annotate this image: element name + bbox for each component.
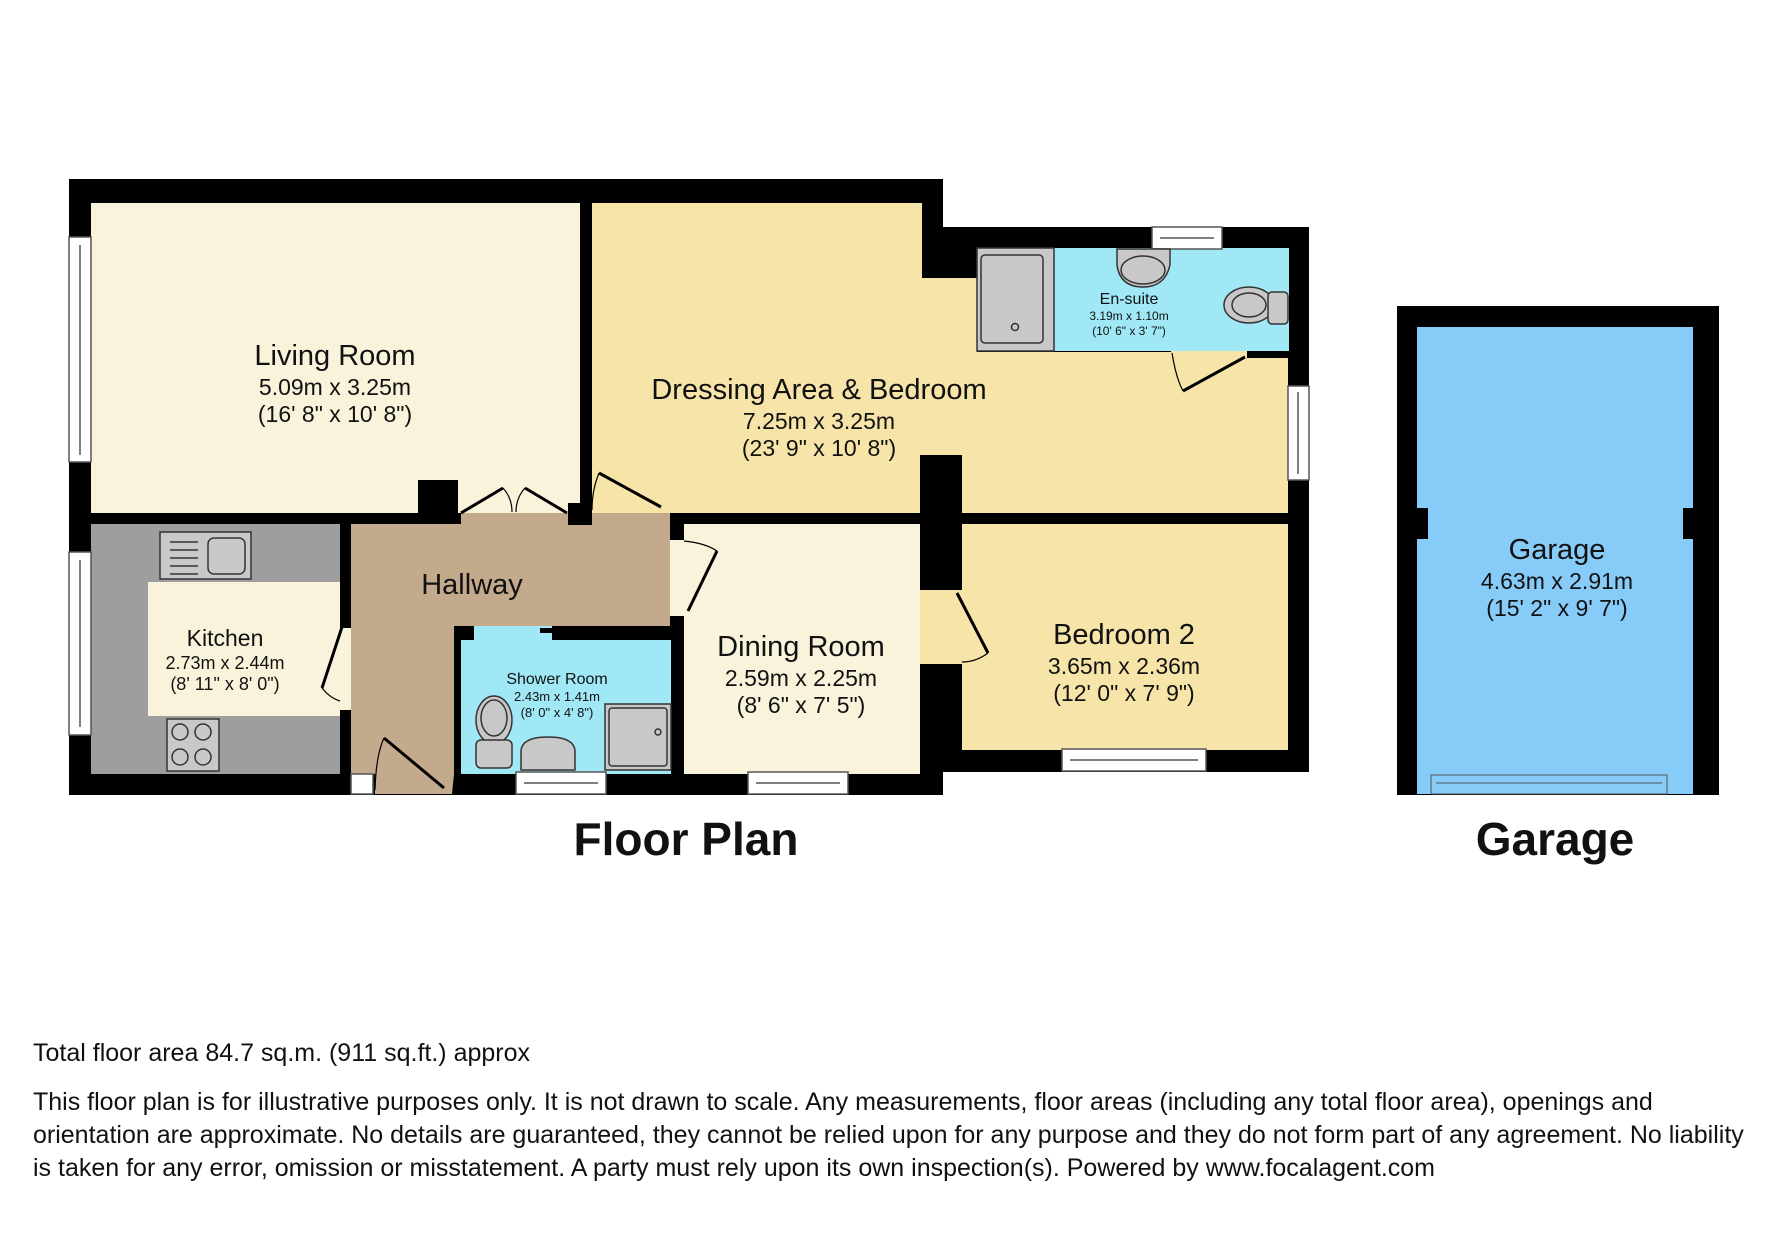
room-label-shower-room: Shower Room 2.43m x 1.41m (8' 0" x 4' 8"… — [506, 670, 607, 720]
room-label-dining-room: Dining Room 2.59m x 2.25m (8' 6" x 7' 5"… — [717, 630, 885, 720]
room-name: Bedroom 2 — [1053, 619, 1195, 651]
room-imperial: (16' 8" x 10' 8") — [257, 401, 413, 428]
windows — [68, 226, 1310, 795]
kitchen-worktop-area — [148, 582, 340, 716]
fixtures — [159, 247, 1289, 772]
bedroom-2-floor — [962, 524, 1288, 750]
room-imperial: (15' 2" x 9' 7") — [1486, 595, 1628, 622]
room-label-hallway: Hallway — [421, 568, 523, 603]
kitchen-doorway — [340, 628, 351, 710]
dining-doorway — [670, 540, 684, 616]
doors — [320, 352, 1246, 791]
room-imperial: (12' 0" x 7' 9") — [1053, 680, 1195, 707]
room-metric: 3.19m x 1.10m — [1089, 309, 1169, 324]
room-metric: 3.65m x 2.36m — [1047, 652, 1201, 679]
room-name: Shower Room — [506, 671, 608, 688]
dressing-bedroom-floor — [592, 203, 1288, 513]
room-imperial: (8' 0" x 4' 8") — [520, 704, 594, 720]
shower-room-basin — [520, 736, 576, 771]
room-metric: 2.43m x 1.41m — [514, 689, 600, 705]
garage-floor — [1417, 327, 1693, 794]
living-doorway — [461, 513, 571, 524]
room-label-bedroom-2: Bedroom 2 3.65m x 2.36m (12' 0" x 7' 9") — [1048, 618, 1200, 708]
bedroom-doorway — [592, 513, 670, 524]
garage-drawing — [1397, 306, 1719, 795]
room-name: Dining Room — [717, 631, 885, 663]
room-imperial: (8' 11" x 8' 0") — [170, 674, 280, 695]
room-name: Kitchen — [186, 625, 264, 651]
room-label-living-room: Living Room 5.09m x 3.25m (16' 8" x 10' … — [254, 339, 415, 429]
room-label-dressing-bedroom: Dressing Area & Bedroom 7.25m x 3.25m (2… — [651, 373, 986, 463]
room-label-garage: Garage 4.63m x 2.91m (15' 2" x 9' 7") — [1481, 533, 1633, 623]
room-name: Living Room — [254, 340, 416, 372]
disclaimer-text: This floor plan is for illustrative purp… — [33, 1088, 1744, 1182]
room-metric: 2.73m x 2.44m — [165, 652, 285, 673]
hallway-floor — [351, 513, 670, 794]
living-room-floor — [91, 203, 580, 513]
bedroom-2-doorway — [920, 590, 962, 664]
room-metric: 7.25m x 3.25m — [742, 407, 896, 434]
room-label-en-suite: En-suite 3.19m x 1.10m (10' 6" x 3' 7") — [1089, 290, 1168, 338]
room-imperial: (8' 6" x 7' 5") — [736, 692, 866, 719]
dining-room-floor — [684, 524, 920, 774]
floor-plan-title: Floor Plan — [573, 813, 799, 865]
room-metric: 4.63m x 2.91m — [1480, 567, 1634, 594]
total-floor-area: Total floor area 84.7 sq.m. (911 sq.ft.)… — [33, 1039, 531, 1067]
room-metric: 2.59m x 2.25m — [724, 664, 878, 691]
shower-doorway — [474, 626, 552, 640]
interior-walls — [418, 455, 962, 633]
room-name: Hallway — [421, 569, 523, 601]
garage-title: Garage — [1475, 813, 1635, 865]
room-metric: 5.09m x 3.25m — [258, 373, 412, 400]
room-imperial: (10' 6" x 3' 7") — [1092, 323, 1166, 338]
ensuite-doorway — [1171, 351, 1247, 365]
room-name: En-suite — [1099, 291, 1159, 308]
room-name: Garage — [1508, 534, 1606, 566]
room-name: Dressing Area & Bedroom — [651, 374, 987, 406]
hall-side-window — [350, 773, 374, 795]
room-label-kitchen: Kitchen 2.73m x 2.44m (8' 11" x 8' 0") — [165, 625, 284, 696]
room-imperial: (23' 9" x 10' 8") — [741, 435, 897, 462]
